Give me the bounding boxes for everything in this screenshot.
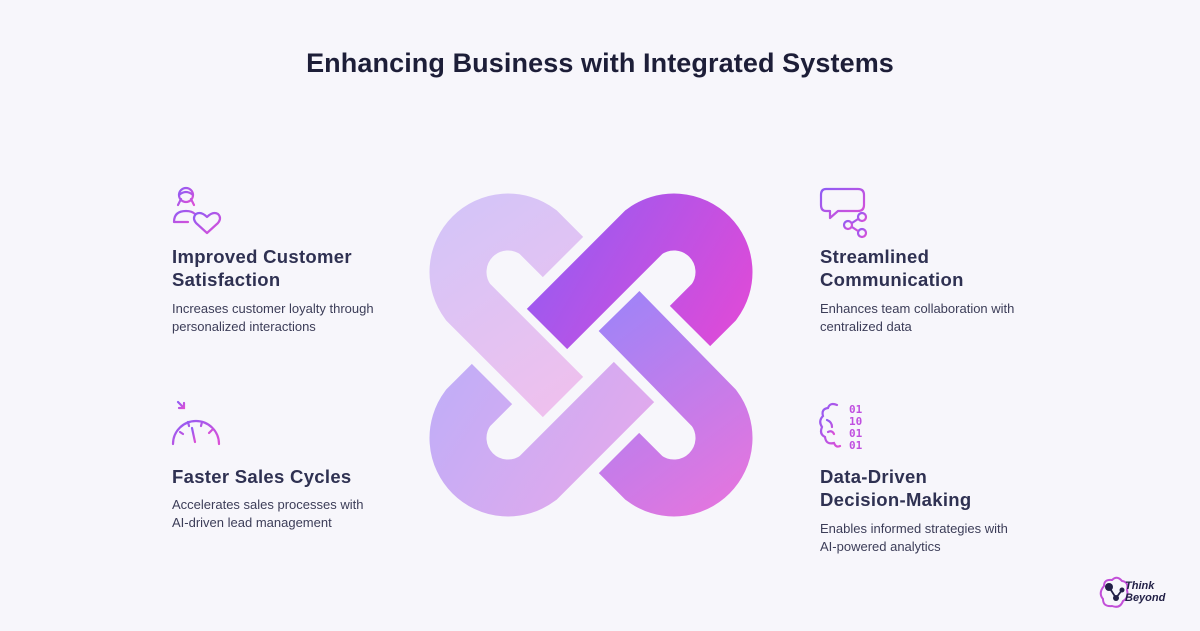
desc-line: centralized data bbox=[820, 319, 912, 334]
brand-name: Think Beyond bbox=[1125, 580, 1165, 604]
brand-line: Think bbox=[1125, 580, 1155, 592]
heading-line: Streamlined bbox=[820, 246, 930, 267]
desc-customer-satisfaction: Increases customer loyalty through perso… bbox=[172, 300, 412, 336]
desc-line: AI-powered analytics bbox=[820, 539, 941, 554]
heading-line: Satisfaction bbox=[172, 269, 281, 290]
heading-data-driven-decisions: Data-Driven Decision-Making bbox=[820, 465, 1060, 511]
brain-binary-icon: 01 10 01 01 bbox=[819, 402, 863, 452]
desc-faster-sales-cycles: Accelerates sales processes with AI-driv… bbox=[172, 496, 412, 532]
chat-share-icon bbox=[819, 187, 868, 239]
speedometer-icon bbox=[171, 400, 221, 446]
desc-line: Accelerates sales processes with bbox=[172, 497, 364, 512]
link-bottom-right bbox=[598, 291, 753, 517]
person-heart-icon bbox=[172, 186, 222, 235]
heading-line: Communication bbox=[820, 269, 964, 290]
heading-line: Faster Sales Cycles bbox=[172, 466, 352, 487]
desc-line: Increases customer loyalty through bbox=[172, 301, 374, 316]
page-title: Enhancing Business with Integrated Syste… bbox=[306, 48, 894, 78]
binary-digits: 01 bbox=[849, 439, 863, 452]
binary-digits: 10 bbox=[849, 415, 862, 428]
heading-line: Decision-Making bbox=[820, 489, 972, 510]
desc-line: AI-driven lead management bbox=[172, 515, 332, 530]
binary-digits: 01 bbox=[849, 403, 863, 416]
desc-line: Enhances team collaboration with bbox=[820, 301, 1015, 316]
heading-line: Improved Customer bbox=[172, 246, 352, 267]
heading-line: Data-Driven bbox=[820, 466, 928, 487]
link-top-right bbox=[526, 193, 753, 350]
think-beyond-logo bbox=[1099, 576, 1129, 608]
heading-faster-sales-cycles: Faster Sales Cycles bbox=[172, 465, 412, 488]
link-top-left bbox=[429, 193, 584, 418]
desc-streamlined-communication: Enhances team collaboration with central… bbox=[820, 300, 1060, 336]
heading-streamlined-communication: Streamlined Communication bbox=[820, 245, 1060, 291]
desc-line: personalized interactions bbox=[172, 319, 316, 334]
brand-line: Beyond bbox=[1125, 592, 1166, 604]
heading-customer-satisfaction: Improved Customer Satisfaction bbox=[172, 245, 412, 291]
desc-line: Enables informed strategies with bbox=[820, 521, 1008, 536]
link-bottom-left bbox=[429, 361, 655, 517]
desc-data-driven-decisions: Enables informed strategies with AI-powe… bbox=[820, 520, 1060, 556]
binary-digits: 01 bbox=[849, 427, 863, 440]
